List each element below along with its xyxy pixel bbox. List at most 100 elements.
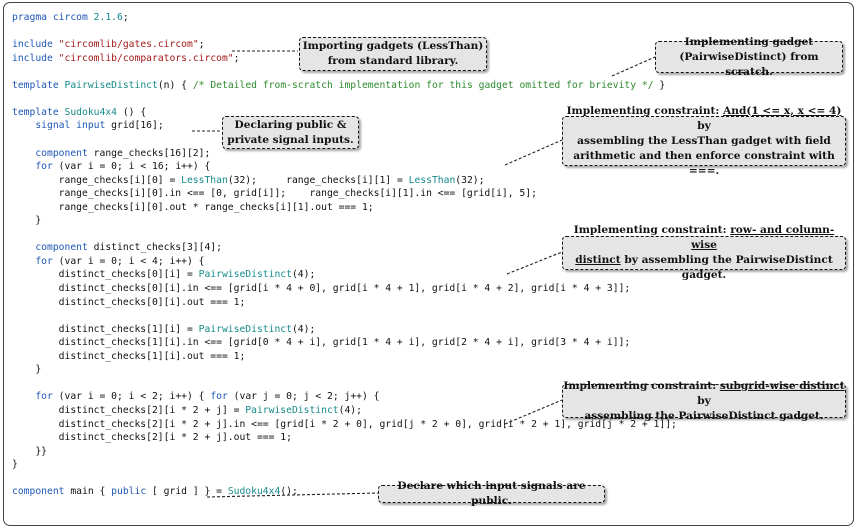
callout-line: Implementing constraint: And(1 <= x, x <… bbox=[563, 104, 845, 134]
code-line: distinct_checks[1][i].in <== [grid[0 * 4… bbox=[12, 336, 631, 349]
code-line: component distinct_checks[3][4]; bbox=[12, 241, 222, 254]
code-token: pragma circom bbox=[12, 12, 94, 23]
code-line: component main { public [ grid ] } = Sud… bbox=[12, 485, 298, 498]
code-token: for bbox=[12, 391, 59, 403]
code-token: grid[16]; bbox=[111, 120, 164, 132]
callout-text: Declare which input signals are public. bbox=[397, 480, 586, 507]
code-line: distinct_checks[2][i * 2 + j] = Pairwise… bbox=[12, 404, 362, 417]
code-token: () { bbox=[117, 106, 147, 118]
code-line: distinct_checks[1][i] = PairwiseDistinct… bbox=[12, 323, 316, 336]
code-line: range_checks[i][0] = LessThan(32); range… bbox=[12, 174, 485, 187]
callout-text: Implementing gadget bbox=[684, 35, 814, 48]
callout-range-constraint: Implementing constraint: And(1 <= x, x <… bbox=[562, 105, 846, 177]
code-token: distinct_checks[2][i * 2 + j].in <== [gr… bbox=[12, 418, 677, 430]
callout-subgrid-constraint: Implementing constraint: subgrid-wise di… bbox=[562, 380, 846, 422]
code-token: ; bbox=[233, 52, 240, 64]
code-token: distinct_checks[1][i].in <== [grid[0 * 4… bbox=[12, 337, 631, 349]
callout-line: Implementing constraint: row- and column… bbox=[563, 223, 845, 253]
code-token: } bbox=[12, 364, 42, 376]
code-line: distinct_checks[0][i].out === 1; bbox=[12, 296, 246, 309]
code-token: range_checks[i][0].out * range_checks[i]… bbox=[12, 201, 374, 213]
callout-line: Implementing gadget bbox=[685, 35, 813, 50]
leader-implementing-pairwise bbox=[611, 56, 656, 77]
code-token: } bbox=[12, 459, 18, 471]
callout-public-inputs: Declare which input signals are public. bbox=[378, 480, 605, 507]
code-token: range_checks[16][2]; bbox=[93, 147, 211, 159]
callout-line: assembling the PairwiseDistinct gadget. bbox=[584, 409, 823, 424]
callout-text: assembling the LessThan gadget with fiel… bbox=[577, 134, 831, 147]
code-token: public bbox=[111, 486, 147, 498]
callout-text: Implementing constraint: bbox=[563, 379, 720, 392]
code-token: include bbox=[12, 39, 59, 51]
code-token: 2.1.6 bbox=[93, 12, 123, 23]
callout-line: Importing gadgets (LessThan) bbox=[303, 39, 484, 54]
code-token: (var i = 0; i < 2; i++) { bbox=[58, 391, 211, 403]
code-token: }} bbox=[12, 445, 47, 457]
code-token: LessThan bbox=[408, 174, 456, 186]
code-token: signal input bbox=[12, 120, 112, 132]
callout-text: Implementing constraint: bbox=[566, 104, 724, 117]
leader-subgrid-constraint bbox=[504, 399, 563, 425]
code-token: LessThan bbox=[181, 174, 228, 186]
code-token: Sudoku4x4 bbox=[64, 106, 118, 118]
code-token: component bbox=[12, 147, 94, 159]
code-line: signal input grid[16]; bbox=[12, 119, 164, 132]
code-token: distinct_checks[0][i].in <== [grid[i * 4… bbox=[12, 283, 631, 294]
callout-text: Declaring public & bbox=[234, 118, 347, 131]
code-token: (); bbox=[280, 486, 298, 498]
code-token: distinct_checks[2][i * 2 + j].out === 1; bbox=[12, 432, 292, 444]
code-token: for bbox=[12, 161, 59, 173]
code-line: component range_checks[16][2]; bbox=[12, 147, 210, 160]
leader-public-inputs bbox=[206, 492, 379, 498]
code-token: distinct_checks[0][i].out === 1; bbox=[12, 296, 246, 308]
code-token: (4); bbox=[291, 269, 316, 281]
code-token: distinct_checks[3][4]; bbox=[93, 242, 222, 254]
callout-line: private signal inputs. bbox=[227, 133, 353, 148]
code-line: distinct_checks[2][i * 2 + j].in <== [gr… bbox=[12, 418, 677, 431]
code-token: template bbox=[12, 79, 65, 91]
callout-line: Implementing constraint: subgrid-wise di… bbox=[563, 379, 845, 409]
code-line: range_checks[i][0].in <== [0, grid[i]]; … bbox=[12, 187, 537, 200]
leader-range-constraint bbox=[504, 139, 563, 166]
code-line: include "circomlib/comparators.circom"; bbox=[12, 52, 240, 65]
code-token: component bbox=[12, 486, 71, 498]
code-token: PairwiseDistinct bbox=[198, 269, 292, 281]
code-line: } bbox=[12, 214, 41, 227]
callout-declaring-signals: Declaring public & private signal inputs. bbox=[222, 116, 359, 149]
callout-row-col-constraint: Implementing constraint: row- and column… bbox=[562, 224, 846, 281]
code-token: /* Detailed from-scratch implementation … bbox=[192, 79, 654, 91]
code-line: distinct_checks[1][i].out === 1; bbox=[12, 350, 246, 363]
code-token: [ grid ] } = bbox=[146, 486, 228, 498]
code-token: ; bbox=[122, 12, 129, 23]
callout-line: (PairwiseDistinct) from scratch. bbox=[656, 50, 842, 80]
callout-line: distinct by assembling the PairwiseDisti… bbox=[563, 253, 845, 283]
code-line: include "circomlib/gates.circom"; bbox=[12, 38, 205, 51]
code-line: for (var i = 0; i < 2; i++) { for (var j… bbox=[12, 390, 379, 403]
callout-text: by bbox=[697, 394, 711, 407]
code-token: (var j = 0; j < 2; j++) { bbox=[233, 391, 380, 403]
code-line: range_checks[i][0].out * range_checks[i]… bbox=[12, 201, 374, 214]
callout-line: assembling the LessThan gadget with fiel… bbox=[577, 134, 831, 149]
code-token: "circomlib/comparators.circom" bbox=[58, 52, 234, 64]
callout-text: Implementing constraint: bbox=[573, 224, 731, 236]
code-line: distinct_checks[0][i].in <== [grid[i * 4… bbox=[12, 282, 631, 295]
callout-line: from standard library. bbox=[328, 54, 459, 69]
callout-text: assembling the PairwiseDistinct gadget. bbox=[584, 409, 824, 422]
code-line: distinct_checks[2][i * 2 + j].out === 1; bbox=[12, 431, 292, 444]
code-token: Sudoku4x4 bbox=[227, 486, 281, 498]
code-token: (4); bbox=[291, 323, 316, 335]
code-token: distinct_checks[1][i] = bbox=[12, 323, 199, 335]
code-token: (n) { bbox=[157, 79, 193, 91]
code-line: for (var i = 0; i < 4; i++) { bbox=[12, 255, 204, 268]
code-line: } bbox=[12, 363, 41, 376]
callout-text: And(1 <= x, x <= 4) bbox=[723, 104, 842, 117]
callout-text: distinct bbox=[575, 254, 621, 266]
code-token: } bbox=[653, 79, 666, 91]
callout-line: Declare which input signals are public. bbox=[379, 479, 604, 509]
callout-text: from standard library. bbox=[327, 55, 459, 67]
code-token: ; bbox=[198, 39, 205, 51]
code-token: template bbox=[12, 106, 65, 118]
code-line: }} bbox=[12, 445, 47, 458]
code-token: distinct_checks[0][i] = bbox=[12, 269, 199, 281]
